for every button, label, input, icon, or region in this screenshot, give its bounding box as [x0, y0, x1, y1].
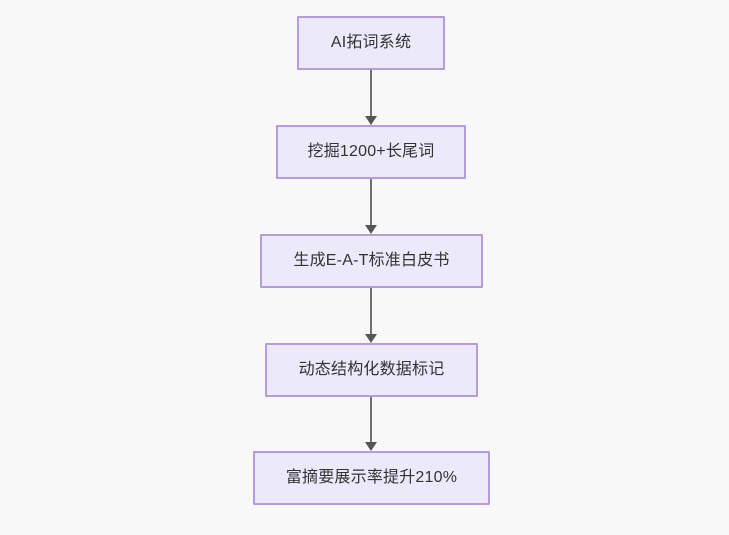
- flow-node-eat-whitepaper[interactable]: 生成E-A-T标准白皮书: [260, 234, 483, 288]
- flow-node-label: AI拓词系统: [330, 34, 412, 52]
- flow-node-label: 富摘要展示率提升210%: [285, 469, 458, 487]
- edge-line: [370, 179, 372, 226]
- arrowhead-icon: [365, 442, 377, 451]
- arrowhead-icon: [365, 225, 377, 234]
- flow-node-rich-snippet-result[interactable]: 富摘要展示率提升210%: [253, 451, 490, 505]
- edge-line: [370, 397, 372, 443]
- edge-line: [370, 70, 372, 117]
- flow-node-longtail-keywords[interactable]: 挖掘1200+长尾词: [276, 125, 466, 179]
- flow-node-label: 动态结构化数据标记: [298, 361, 445, 379]
- flow-node-label: 挖掘1200+长尾词: [307, 143, 435, 161]
- arrowhead-icon: [365, 116, 377, 125]
- flow-node-structured-data-markup[interactable]: 动态结构化数据标记: [265, 343, 478, 397]
- flow-node-ai-keyword-system[interactable]: AI拓词系统: [297, 16, 445, 70]
- flow-node-label: 生成E-A-T标准白皮书: [293, 252, 450, 270]
- edge-line: [370, 288, 372, 335]
- arrowhead-icon: [365, 334, 377, 343]
